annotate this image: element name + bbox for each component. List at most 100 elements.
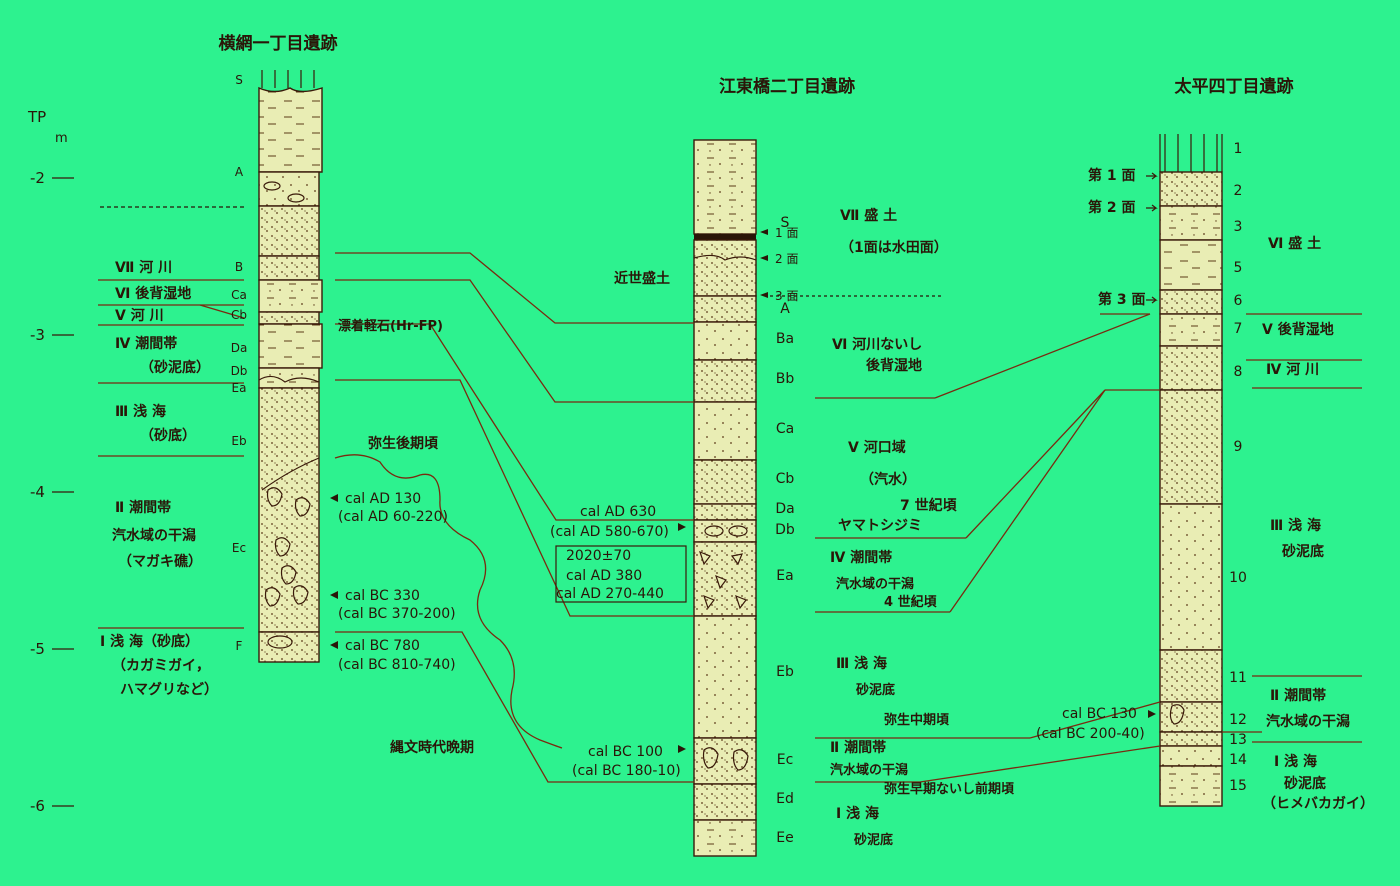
site3-column <box>1159 134 1223 807</box>
site1-date-label: (cal BC 810-740) <box>338 657 456 673</box>
site2-layer-label: Ea <box>776 568 793 584</box>
site2-layer-label: Ec <box>777 752 794 768</box>
site2-zone-label: 弥生中期頃 <box>884 712 950 728</box>
depth-axis: TP m <box>27 108 68 146</box>
site3-layer-label: 5 <box>1234 260 1243 276</box>
date-pointer-icon <box>1148 710 1156 718</box>
site2-layer-label: Ba <box>776 331 794 347</box>
site2-layer-label: Cb <box>776 471 795 487</box>
site1-title: 横網一丁目遺跡 <box>219 33 338 54</box>
site2-zone-label: 弥生早期ないし前期頃 <box>884 781 1015 797</box>
site3-zone-label: Ⅰ 浅 海 <box>1274 753 1317 770</box>
site1-layer-label: S <box>235 73 243 87</box>
site2-date-label: cal AD 630 <box>580 504 656 520</box>
site1-zone-label: （砂泥底） <box>140 359 210 376</box>
site3-layer-label: 14 <box>1229 752 1247 768</box>
site3-zone-label: Ⅱ 潮間帯 <box>1270 687 1326 704</box>
site1-zone-label: Ⅰ 浅 海（砂底） <box>100 633 199 650</box>
site1-layer-label: Da <box>231 341 248 355</box>
site3-layer-label: 7 <box>1234 321 1243 337</box>
date-pointer-icon <box>678 745 686 753</box>
site1-zone-label: Ⅵ 後背湿地 <box>115 285 191 302</box>
site2-layer-label: Da <box>775 501 794 517</box>
site2-zone-label: 汽水域の干潟 <box>830 762 908 778</box>
site2-zone-label: 後背湿地 <box>866 357 922 374</box>
site3-layer-label: 8 <box>1234 364 1243 380</box>
site1-layer-label: Ec <box>232 541 246 555</box>
site2-layer-label: Ee <box>776 830 793 846</box>
site1-zone-label: ハマグリなど） <box>120 681 218 698</box>
annotations: Ⅶ 河 川 Ⅵ 後背湿地 Ⅴ 河 川 Ⅳ 潮間帯 （砂泥底） Ⅲ 浅 海 （砂底） Ⅱ 潮間帯… <box>100 167 1374 848</box>
date-pointer-icon <box>330 641 338 649</box>
axis-tick-label: -4 <box>30 483 45 501</box>
note-pumice: 漂着軽石(Hr-FP) <box>338 318 443 334</box>
site1-layer-label: B <box>235 260 243 274</box>
site1-zone-label: Ⅲ 浅 海 <box>115 403 166 420</box>
site1-date-label: cal BC 330 <box>345 588 420 604</box>
site2-date-label: (cal AD 580-670) <box>550 524 669 540</box>
site3-date-label: cal BC 130 <box>1062 706 1137 722</box>
site2-layer-label: A <box>780 301 790 317</box>
site3-layer-label: 15 <box>1229 778 1247 794</box>
site2-zone-label: ヤマトシジミ <box>838 518 922 534</box>
site1-date-label: (cal BC 370-200) <box>338 606 456 622</box>
site1-layer-label: A <box>235 165 244 179</box>
site3-zone-label: Ⅲ 浅 海 <box>1270 517 1321 534</box>
site1-date-label: cal BC 780 <box>345 638 420 654</box>
site3-layer-label: 1 <box>1234 141 1243 157</box>
site2-zone-label: Ⅲ 浅 海 <box>836 655 887 672</box>
site1-zone-label: （砂底） <box>140 427 196 444</box>
site2-zone-label: 砂泥底 <box>853 832 893 848</box>
site3-zone-label: Ⅵ 盛 土 <box>1268 235 1321 252</box>
site1-layer-label: F <box>236 639 243 653</box>
site1-column <box>258 70 323 663</box>
site1-layer-label: Db <box>231 364 248 378</box>
site2-date-label: 2020±70 <box>566 548 631 564</box>
site1-date-label: (cal AD 60-220) <box>338 509 448 525</box>
site3-zone-label: Ⅳ 河 川 <box>1266 361 1319 378</box>
site3-zone-label: Ⅴ 後背湿地 <box>1262 321 1334 338</box>
axis-tick-label: -6 <box>30 797 45 815</box>
site2-zone-label: Ⅶ 盛 土 <box>840 207 897 224</box>
site1-zone-label: Ⅶ 河 川 <box>115 259 172 276</box>
site1-zone-lines <box>98 279 245 629</box>
site3-surface-label: 第 1 面 <box>1088 167 1136 184</box>
site3-zone-label: 砂泥底 <box>1283 775 1326 792</box>
site2-date-label: (cal BC 180-10) <box>572 763 681 779</box>
site3-layer-label: 11 <box>1229 670 1247 686</box>
site2-zone-label: （1面は水田面） <box>840 239 948 256</box>
axis-tick-label: -5 <box>30 640 45 658</box>
surface-arrow-icon <box>1146 296 1158 304</box>
date-pointer-icon <box>678 523 686 531</box>
axis-ticks: -2 -3 -4 -5 -6 <box>30 169 74 815</box>
site3-layer-label: 6 <box>1234 293 1243 309</box>
surface-arrow-icon <box>760 292 768 298</box>
site3-surface-label: 第 3 面 <box>1098 291 1146 308</box>
site3-layer-label: 9 <box>1234 439 1243 455</box>
site2-zone-label: 7 世紀頃 <box>900 497 958 514</box>
site2-zone-label: Ⅳ 潮間帯 <box>830 549 892 566</box>
site3-layer-label: 12 <box>1229 712 1247 728</box>
site1-zone-label: Ⅴ 河 川 <box>115 307 164 324</box>
site2-surface-label: 3 面 <box>775 289 798 303</box>
note-jomon-late: 縄文時代晩期 <box>390 739 474 756</box>
axis-tick-label: -3 <box>30 326 45 344</box>
site1-zone-label: （マガキ礁） <box>118 553 202 570</box>
site2-layer-label: Db <box>775 522 795 538</box>
site1-layer-label: Cb <box>231 308 247 322</box>
axis-tick-label: -2 <box>30 169 45 187</box>
date-pointer-icon <box>330 591 338 599</box>
date-pointer-icon <box>330 494 338 502</box>
site3-zone-lines <box>1222 313 1362 743</box>
site2-date-label: cal AD 270-440 <box>556 586 664 602</box>
site2-layer-label: Eb <box>776 664 794 680</box>
surface-arrow-icon <box>1146 204 1158 212</box>
surface-arrow-icon <box>1146 172 1158 180</box>
correlation-lines <box>100 206 1161 783</box>
surface-arrow-icon <box>760 229 768 235</box>
site3-title: 太平四丁目遺跡 <box>1175 76 1294 97</box>
site2-layer-label: S <box>781 215 790 231</box>
site3-layer-label: 13 <box>1229 732 1247 748</box>
site2-surface-label: 1 面 <box>775 226 798 240</box>
site1-zone-label: Ⅳ 潮間帯 <box>115 335 177 352</box>
